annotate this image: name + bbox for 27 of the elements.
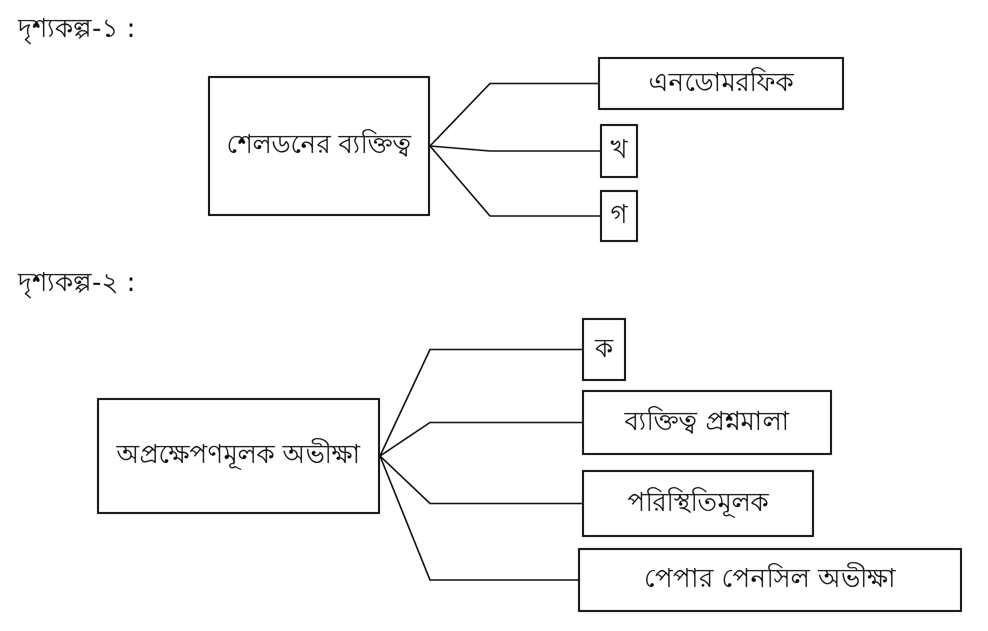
box-text: খ	[610, 134, 628, 168]
text-box	[600, 190, 638, 242]
connector-line	[429, 145, 600, 217]
text-box	[582, 470, 814, 537]
connector-line	[429, 82, 598, 147]
connector-line	[380, 422, 582, 457]
box-text: গ	[610, 199, 628, 232]
box-text: পেপার পেনসিল অভীক্ষা	[644, 562, 896, 596]
scenario-heading: দৃশ্যকল্প-১ :	[18, 13, 136, 46]
text-box	[582, 390, 832, 455]
box-text: অপ্রক্ষেপণমূলক অভীক্ষা	[116, 438, 361, 472]
box-text: পরিস্থিতিমূলক	[628, 486, 768, 520]
box-text: ক	[595, 332, 613, 366]
connector-line	[379, 455, 582, 504]
text-box	[208, 76, 430, 216]
box-text: এনডোমরফিক	[648, 66, 794, 100]
text-box	[97, 398, 380, 514]
text-box	[578, 548, 962, 612]
text-box	[598, 57, 844, 110]
text-box	[600, 124, 638, 178]
box-text: শেলডনের ব্যক্তিত্ব	[226, 128, 412, 162]
connector-line	[430, 145, 600, 152]
connector-line	[379, 348, 582, 456]
connector-line	[379, 456, 578, 581]
text-box	[582, 318, 626, 381]
scenario-heading: দৃশ্যকল্প-২ :	[18, 267, 136, 300]
box-text: ব্যক্তিত্ব প্রশ্নমালা	[624, 405, 790, 439]
